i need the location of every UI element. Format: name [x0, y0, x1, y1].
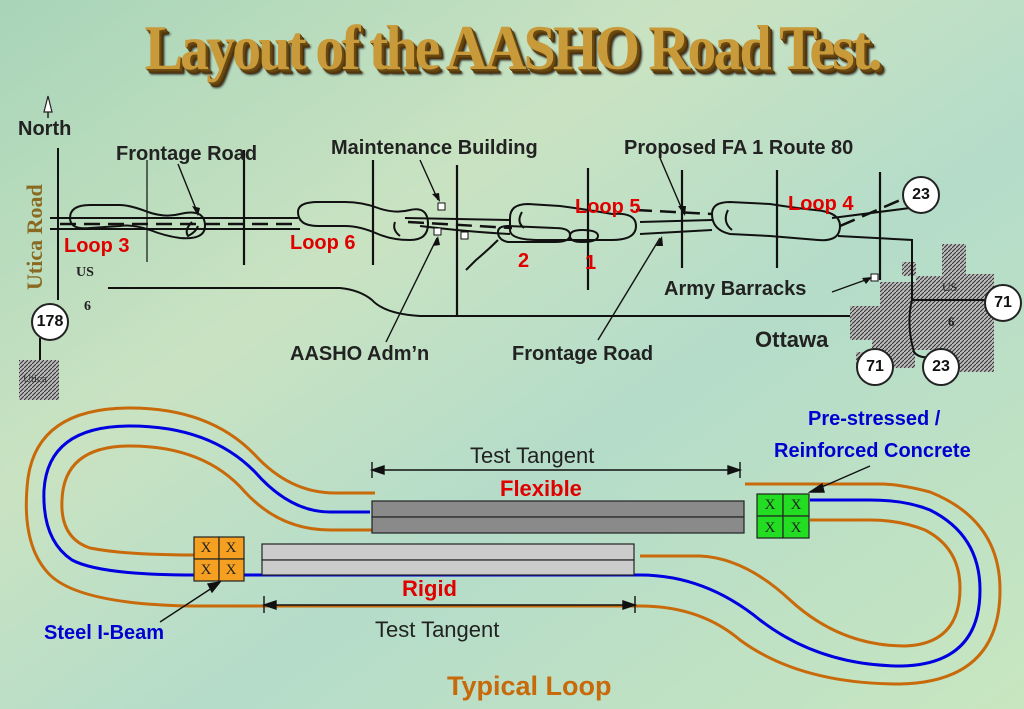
bridge-x-mark: X	[225, 540, 237, 556]
bridge-leaders	[159, 465, 871, 623]
admin-building-marker	[433, 227, 442, 236]
army-barracks-label: Army Barracks	[664, 278, 807, 300]
flexible-label: Flexible	[500, 476, 582, 501]
proposed-route	[60, 196, 906, 230]
utica-town	[19, 360, 59, 400]
loop6-label: Loop 6	[290, 232, 356, 254]
aasho-admin-label: AASHO Adm’n	[290, 343, 430, 365]
frontage-road-top-label: Frontage Road	[116, 143, 258, 165]
us-route-number: 6	[84, 299, 91, 314]
typical-loop-label: Typical Loop	[447, 671, 612, 701]
us6-road	[108, 287, 912, 317]
rigid-tangent-upper	[261, 543, 635, 561]
north-label: North	[18, 118, 72, 140]
utica-road-label: Utica Road	[22, 184, 47, 290]
loop2-label: 2	[518, 250, 530, 272]
loop1-label: 1	[585, 252, 597, 274]
us-route-prefix-ottawa: US	[942, 280, 958, 294]
us-route-prefix: US	[76, 265, 94, 280]
bridge-x-mark: X	[764, 520, 776, 536]
route-23-bottom-shield-icon: 23	[922, 348, 960, 386]
steel-ibeam-label: Steel I-Beam	[44, 622, 165, 644]
route-178-shield-icon: 178	[31, 303, 69, 341]
maintenance-building-label: Maintenance Building	[331, 137, 538, 159]
route-71-bottom-shield-icon: 71	[856, 348, 894, 386]
loop3-label: Loop 3	[64, 235, 130, 257]
test-tangent-bottom-label: Test Tangent	[375, 617, 500, 642]
leader-lines	[177, 157, 872, 343]
rigid-tangent-lower	[261, 559, 635, 576]
route-71-shield-icon: 71	[984, 284, 1022, 322]
ottawa-town	[850, 244, 994, 372]
steel-ibeam-bridge	[193, 536, 245, 582]
rigid-label: Rigid	[402, 576, 457, 601]
army-barracks-marker	[870, 273, 879, 282]
bridge-x-mark: X	[200, 540, 212, 556]
bridge-x-mark: X	[790, 520, 802, 536]
page-title: Layout of the AASHO Road Test.	[144, 11, 882, 84]
maintenance-building-marker	[437, 202, 446, 211]
prestressed-label-line1: Pre-stressed /	[808, 408, 941, 430]
bridge-x-mark: X	[764, 497, 776, 513]
route-23-shield-icon: 23	[902, 176, 940, 214]
bridge-x-mark: X	[790, 497, 802, 513]
cross-roads	[146, 150, 882, 316]
utica-label: Utica	[23, 373, 47, 385]
test-tangent-top-label: Test Tangent	[470, 443, 595, 468]
loop5-label: Loop 5	[575, 196, 641, 218]
loop4-label: Loop 4	[788, 193, 854, 215]
ottawa-label: Ottawa	[755, 327, 829, 352]
proposed-route-label: Proposed FA 1 Route 80	[624, 137, 854, 159]
test-loops	[68, 200, 842, 271]
bridge-x-mark: X	[200, 562, 212, 578]
frontage-road-bottom-label: Frontage Road	[512, 343, 654, 365]
dimension-arrows	[261, 462, 743, 613]
flexible-tangent-upper	[371, 500, 745, 518]
flexible-tangent-lower	[371, 516, 745, 534]
bridge-x-mark: X	[225, 562, 237, 578]
us-route-number-ottawa: 6	[948, 314, 955, 329]
prestressed-bridge	[756, 493, 810, 539]
prestressed-label-line2: Reinforced Concrete	[774, 440, 971, 462]
